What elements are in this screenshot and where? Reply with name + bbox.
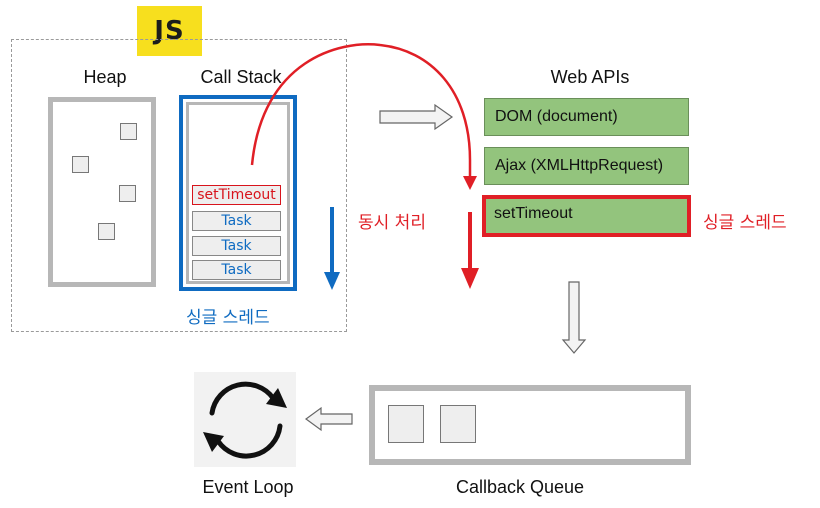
webapi-settimeout: setTimeout	[482, 195, 691, 237]
heap-object	[98, 223, 115, 240]
stack-frame-task: Task	[192, 211, 281, 231]
event-loop-label: Event Loop	[202, 477, 294, 497]
heap-box	[48, 97, 156, 287]
settimeout-handoff-arrow-head	[463, 176, 477, 190]
js-logo: JS	[137, 6, 202, 56]
callback-queue-label: Callback Queue	[455, 477, 585, 497]
webapi-dom: DOM (document)	[484, 98, 689, 136]
stack-frame-task: Task	[192, 260, 281, 280]
concurrent-processing-label: 동시 처리	[358, 213, 426, 233]
callstack-inner-frame	[186, 102, 290, 284]
webapi-single-thread-label: 싱글 스레드	[703, 213, 787, 233]
stack-frame-task: Task	[192, 236, 281, 256]
webapis-title: Web APIs	[550, 67, 630, 87]
webapis-to-queue-arrow	[561, 281, 587, 354]
callstack-label: Call Stack	[200, 67, 282, 87]
queue-to-eventloop-arrow	[304, 406, 353, 432]
runtime-to-webapis-arrow	[379, 103, 454, 131]
settimeout-handoff-arrow	[250, 43, 472, 178]
stack-frame-settimeout: setTimeout	[192, 185, 281, 205]
webapi-ajax: Ajax (XMLHttpRequest)	[484, 147, 689, 185]
event-loop-icon	[209, 381, 283, 459]
event-loop-icon-background	[194, 372, 296, 467]
callstack-single-thread-label: 싱글 스레드	[186, 308, 270, 328]
heap-label: Heap	[83, 67, 127, 87]
heap-object	[120, 123, 137, 140]
concurrent-flow-arrow-head	[461, 268, 479, 289]
js-runtime-container	[11, 39, 347, 332]
heap-object	[119, 185, 136, 202]
queue-item	[388, 405, 424, 443]
event-loop-arrowhead	[203, 432, 224, 452]
queue-item	[440, 405, 476, 443]
heap-object	[72, 156, 89, 173]
callstack-flow-arrow-head	[324, 272, 340, 290]
event-loop-arrowhead	[266, 388, 287, 408]
